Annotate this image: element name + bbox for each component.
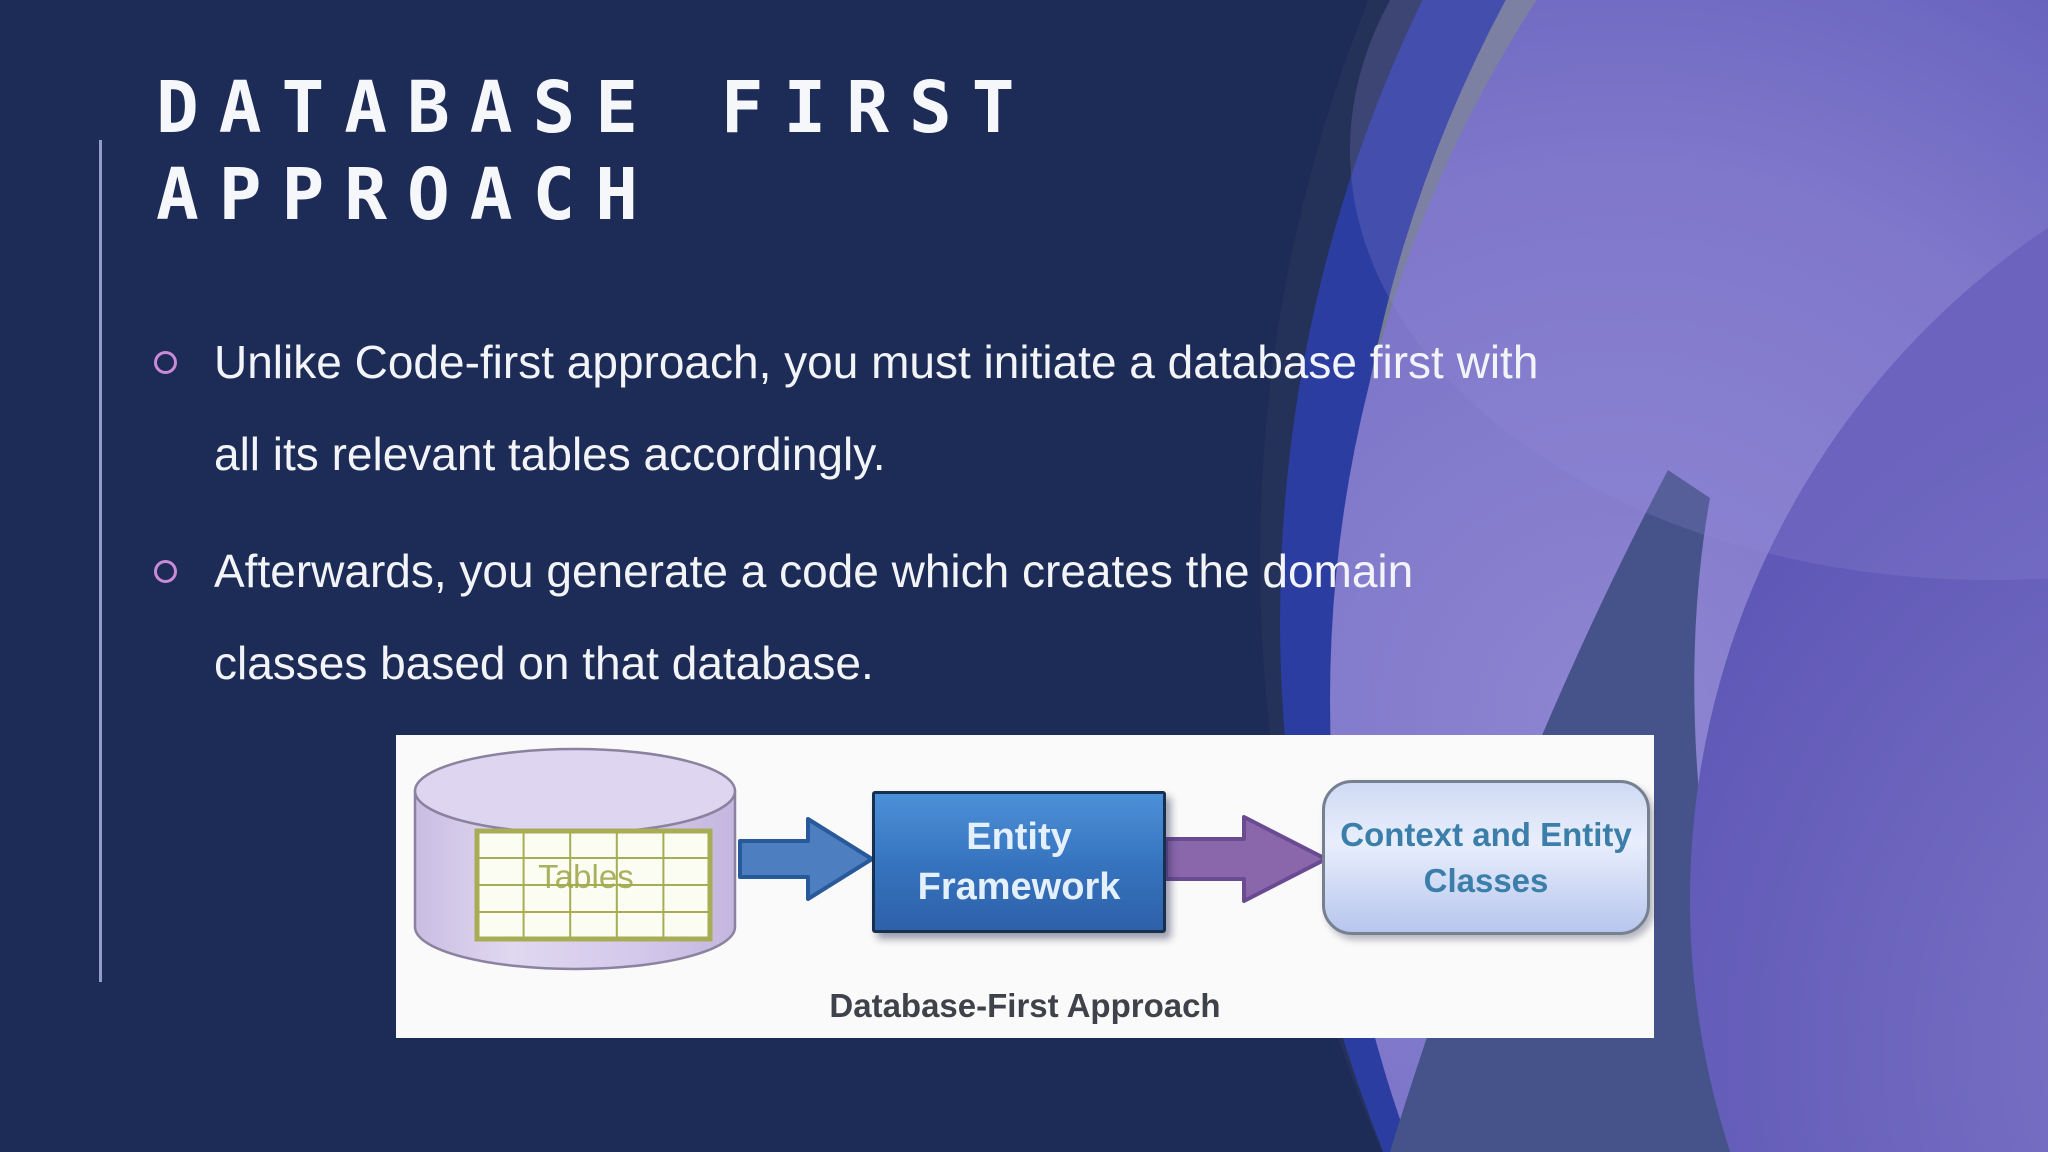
bullet-text: Afterwards, you generate a code which cr… (214, 545, 1414, 689)
context-classes-label: Context and Entity Classes (1340, 815, 1632, 899)
circle-bullet-icon (154, 560, 177, 583)
cylinder-label: Tables (538, 858, 633, 895)
circle-bullet-icon (154, 351, 177, 374)
entity-framework-label: Entity Framework (917, 815, 1121, 908)
flow-arrows (738, 815, 1328, 903)
purple-arrow-icon (1164, 815, 1328, 903)
bullet-list: Unlike Code-first approach, you must ini… (148, 316, 1568, 734)
page-title: DATABASE FIRST APPROACH (156, 64, 1034, 238)
title-line-1: DATABASE FIRST (156, 66, 1035, 149)
tables-grid-icon: Tables (474, 828, 713, 942)
diagram-figure: Tables Entity Framework Context and Enti… (396, 735, 1654, 1038)
title-accent-line (99, 140, 102, 982)
database-cylinder-icon: Tables (413, 747, 737, 971)
list-item: Afterwards, you generate a code which cr… (148, 525, 1568, 709)
context-classes-box: Context and Entity Classes (1322, 780, 1650, 935)
bullet-text: Unlike Code-first approach, you must ini… (214, 336, 1539, 480)
title-line-2: APPROACH (156, 153, 658, 236)
list-item: Unlike Code-first approach, you must ini… (148, 316, 1568, 500)
blue-arrow-icon (738, 817, 874, 901)
entity-framework-box: Entity Framework (872, 791, 1166, 933)
figure-caption: Database-First Approach (829, 987, 1221, 1024)
